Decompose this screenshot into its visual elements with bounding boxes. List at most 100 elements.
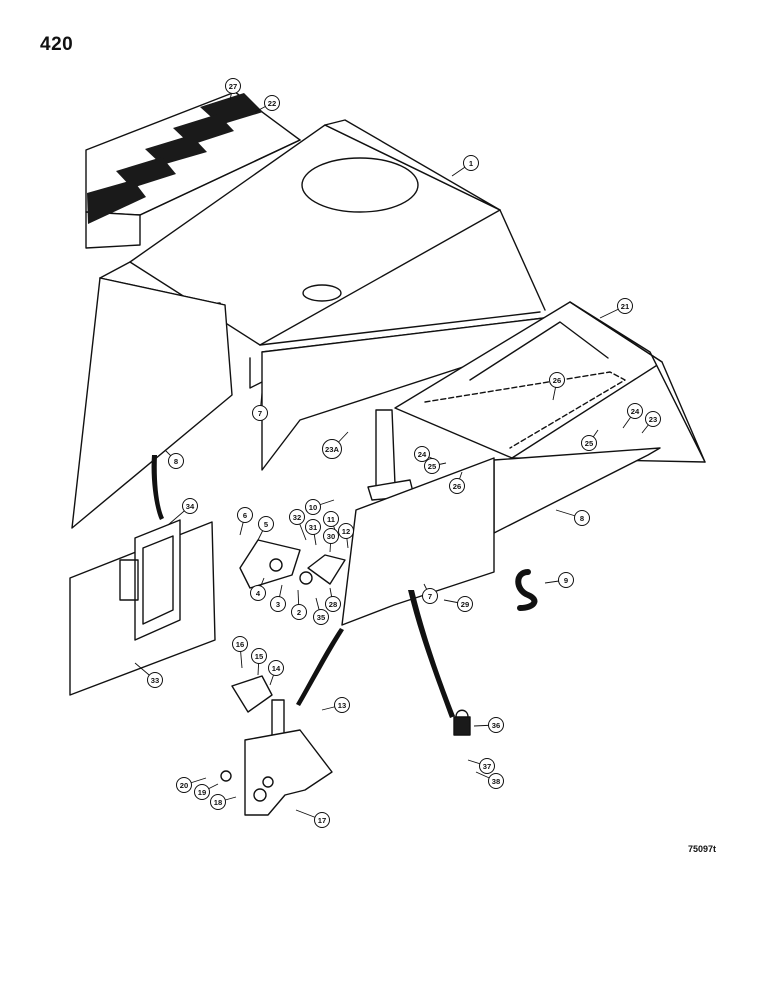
callout-circle [645,411,661,427]
callout-circle [314,812,330,828]
callout-circle [323,511,339,527]
callout-number: 3 [276,600,280,609]
page-number: 420 [40,34,74,55]
callout-number: 12 [342,527,350,536]
callout-number: 34 [186,502,195,511]
callout-circle [305,499,321,515]
callout-number: 5 [264,520,269,529]
callout-circle [147,672,163,688]
leader-arrows [151,455,455,718]
lock-plate-part [239,539,346,589]
callout-circle [581,435,597,451]
callout-c8b: 8 [555,509,590,526]
callout-c17: 17 [295,809,330,828]
callout-circle [225,78,241,94]
callout-number: 19 [198,788,206,797]
callout-circle [424,458,440,474]
callout-number: 26 [453,482,461,491]
callout-c12: 12 [338,523,354,549]
callout-circle [291,604,307,620]
padlock-part [453,709,471,736]
callout-number: 38 [492,777,500,786]
callout-circle [251,648,267,664]
callout-c13: 13 [321,697,350,713]
callout-c31: 31 [305,519,321,546]
callout-c23A: 23A [322,431,349,459]
callout-c2: 2 [291,589,307,620]
callout-c32: 32 [289,509,307,541]
callout-number: 22 [268,99,276,108]
callout-number: 26 [553,376,561,385]
callout-circle [488,717,504,733]
callout-circle [182,498,198,514]
callout-circle [457,596,473,612]
callout-number: 31 [309,523,318,532]
callout-c18: 18 [210,794,237,810]
callout-c29: 29 [443,596,473,612]
callout-number: 21 [621,302,630,311]
latch-assembly-part [220,675,333,816]
callout-number: 35 [317,613,326,622]
figure-identifier: 75097t [688,844,717,854]
callout-c27: 27 [225,78,241,101]
callout-number: 10 [309,503,317,512]
callout-number: 16 [236,640,244,649]
grille-panel-part [85,91,301,249]
callout-number: 30 [327,532,335,541]
callout-c28: 28 [325,587,341,612]
callout-circle [323,528,339,544]
callout-c25a: 25 [581,429,599,451]
callout-circle [305,519,321,535]
callout-c15: 15 [251,648,267,676]
callout-labels: 2722121782624232523A24252683465321031111… [134,78,661,828]
callout-c3: 3 [270,584,286,612]
callout-c36: 36 [473,717,504,733]
callout-c10: 10 [305,499,335,515]
callout-c24a: 24 [622,403,643,429]
callout-c25b: 25 [424,458,447,474]
callout-circle [194,784,210,800]
callout-number: 25 [428,462,437,471]
callout-circle [338,523,354,539]
callout-circle [250,585,266,601]
access-door-part [69,519,216,696]
callout-number: 9 [564,576,568,585]
callout-circle [258,516,274,532]
callout-number: 7 [258,409,262,418]
callout-number: 24 [631,407,640,416]
callout-circle [558,572,574,588]
callout-circle [334,697,350,713]
fender-post-part [367,409,415,501]
callout-number: 36 [492,721,500,730]
callout-number: 7 [428,592,432,601]
callout-number: 15 [255,652,264,661]
callout-circle [488,773,504,789]
callout-c1: 1 [451,155,479,177]
callout-c9: 9 [544,572,574,588]
callout-c7a: 7 [252,391,268,421]
callout-circle [232,636,248,652]
callout-number: 13 [338,701,346,710]
callout-number: 33 [151,676,159,685]
callout-number: 8 [580,514,584,523]
callout-c5: 5 [257,516,274,541]
callout-c21: 21 [599,298,633,319]
callout-c7b: 7 [422,583,438,604]
callout-circle [313,609,329,625]
handle-part [515,569,538,611]
callout-circle [168,453,184,469]
callout-c20: 20 [176,777,207,793]
callout-c4: 4 [250,577,266,601]
callout-c22a: 22 [254,95,280,113]
callout-circle [289,509,305,525]
callout-circle [322,439,342,459]
callout-c16: 16 [232,636,248,669]
callout-circle [414,446,430,462]
callout-number: 6 [243,511,247,520]
callout-number: 11 [327,515,336,524]
callout-circle [237,507,253,523]
callout-number: 1 [469,159,474,168]
callout-number: 23A [325,445,339,454]
callout-number: 23 [649,415,657,424]
callout-circle [264,95,280,111]
